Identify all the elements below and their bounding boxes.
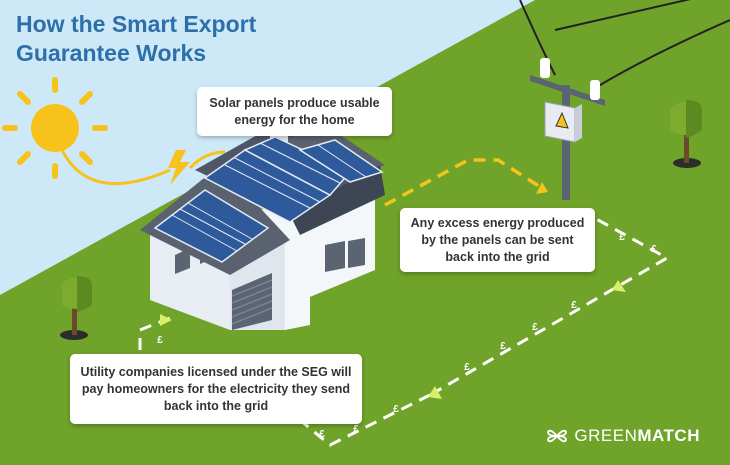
pound-symbol: £ [619,232,625,243]
title-line-1: How the Smart Export [16,11,257,37]
pound-symbol: £ [500,341,506,352]
pound-symbol: £ [319,429,325,440]
page-title: How the Smart Export Guarantee Works [16,10,256,68]
house [140,125,385,330]
pound-symbol: £ [651,244,657,255]
logo-text-light: GREEN [574,426,638,445]
pound-symbol: £ [393,404,399,415]
logo-text-bold: MATCH [637,426,700,445]
lightning-icon [168,150,190,185]
payment-arrow-icon-3 [160,314,172,326]
energy-flow-path [384,158,546,207]
payment-flow-path-2 [299,393,431,447]
tree-icon-right [670,100,702,168]
title-line-2: Guarantee Works [16,40,207,66]
callout-solar-text: Solar panels produce usable energy for t… [209,95,380,127]
callout-excess-text: Any excess energy produced by the panels… [410,215,585,264]
callout-utility-text: Utility companies licensed under the SEG… [80,364,352,413]
sun-icon [2,77,108,179]
pound-symbol: £ [464,362,470,373]
callout-excess-energy: Any excess energy produced by the panels… [400,208,595,272]
pound-symbol: £ [157,335,163,346]
pound-symbol: £ [571,300,577,311]
warning-icon [555,111,569,129]
payment-arrow-icon-2 [428,386,442,399]
sun-energy-ray [60,149,171,186]
callout-utility-payment: Utility companies licensed under the SEG… [70,354,362,424]
sun-energy-ray-2 [188,150,226,170]
energy-arrow-icon [536,182,548,194]
payment-arrow-icon [612,280,626,292]
callout-solar-panels: Solar panels produce usable energy for t… [197,87,392,136]
tree-icon-left [60,276,92,340]
payment-flow-path [429,208,671,397]
utility-pole [519,0,730,200]
pound-symbol: £ [353,424,359,435]
greenmatch-logo: GREENMATCH [546,426,700,446]
leaf-icon [547,429,568,443]
pound-symbol: £ [532,322,538,333]
